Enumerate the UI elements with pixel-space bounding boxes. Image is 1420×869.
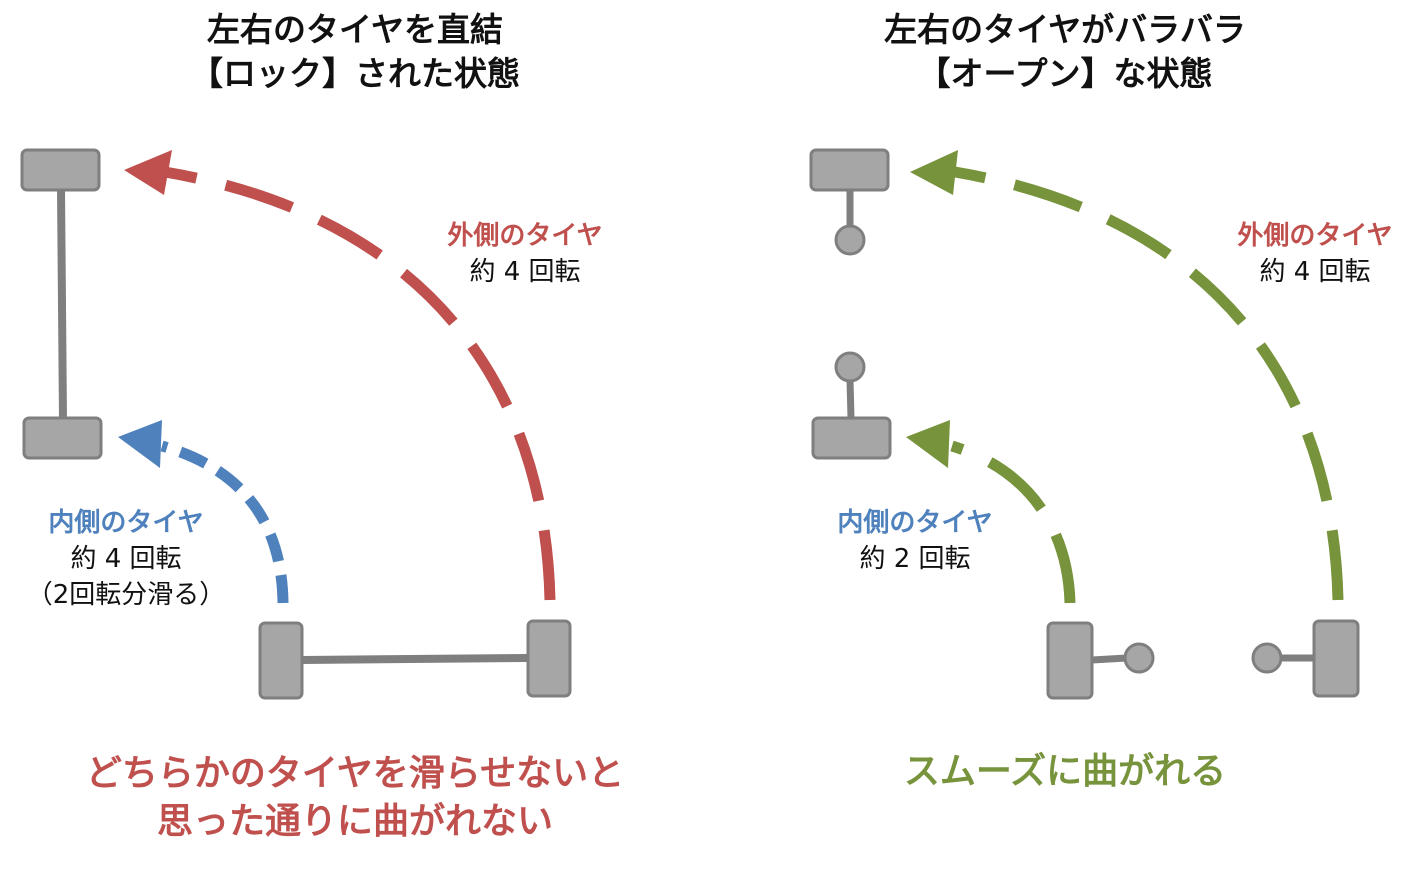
locked-caption-line2: 思った通りに曲がれない	[156, 801, 553, 842]
open-outer-label: 外側のタイヤ 約 4 回転	[1210, 218, 1420, 290]
open-outer-value: 約 4 回転	[1259, 257, 1371, 287]
locked-inner-note: （2回転分滑る）	[26, 580, 226, 610]
open-title: 左右のタイヤがバラバラ 【オープン】な状態	[710, 8, 1420, 96]
locked-panel: 左右のタイヤを直結 【ロック】された状態 外側のタイヤ 約 4 回転 内側のタイ…	[0, 8, 710, 846]
locked-inner-head: 内側のタイヤ	[48, 508, 204, 538]
open-inner-head: 内側のタイヤ	[837, 508, 993, 538]
left-outer-path	[164, 166, 556, 601]
right-front-tire	[809, 148, 890, 192]
right-inner-tire	[1046, 621, 1094, 700]
locked-title: 左右のタイヤを直結 【ロック】された状態	[0, 8, 710, 96]
right-inner-path	[950, 440, 1076, 604]
open-title-line1: 左右のタイヤがバラバラ	[884, 10, 1246, 49]
left-vertical-axle	[57, 189, 67, 421]
locked-inner-value: 約 4 回転	[70, 544, 182, 574]
right-outer-path	[954, 166, 1344, 601]
locked-title-line1: 左右のタイヤを直結	[206, 10, 503, 49]
right-inner-arrowhead	[906, 420, 950, 468]
locked-inner-label: 内側のタイヤ 約 4 回転 （2回転分滑る）	[16, 505, 236, 613]
left-horizontal-axle	[301, 654, 529, 664]
open-caption-line1: スムーズに曲がれる	[903, 751, 1227, 792]
open-inner-label: 内側のタイヤ 約 2 回転	[810, 505, 1020, 577]
right-outer-arrowhead	[910, 150, 958, 195]
left-outer-tire	[526, 619, 572, 698]
left-inner-tire	[258, 621, 304, 700]
locked-outer-value: 約 4 回転	[469, 257, 581, 287]
locked-caption: どちらかのタイヤを滑らせないと 思った通りに曲がれない	[0, 750, 710, 846]
locked-outer-label: 外側のタイヤ 約 4 回転	[420, 218, 630, 290]
right-rear-stub	[846, 379, 855, 419]
right-front-hub	[834, 224, 866, 256]
right-outer-hub	[1251, 642, 1283, 674]
left-inner-path	[160, 440, 289, 604]
open-panel: 左右のタイヤがバラバラ 【オープン】な状態 外側のタイヤ 約 4 回転 内側のタ…	[710, 0, 1420, 869]
right-rear-hub	[834, 351, 866, 383]
locked-outer-head: 外側のタイヤ	[447, 221, 603, 251]
locked-caption-line1: どちらかのタイヤを滑らせないと	[85, 753, 625, 794]
locked-title-line2: 【ロック】された状態	[190, 54, 520, 93]
open-caption: スムーズに曲がれる	[710, 748, 1420, 796]
right-outer-tire	[1312, 619, 1360, 698]
open-title-line2: 【オープン】な状態	[917, 54, 1213, 93]
right-rear-tire	[811, 416, 892, 460]
left-front-tire	[20, 148, 101, 192]
left-inner-arrowhead	[118, 420, 162, 468]
right-inner-hub	[1123, 642, 1155, 674]
right-inner-stub	[1091, 654, 1128, 664]
open-inner-value: 約 2 回転	[859, 544, 971, 574]
open-outer-head: 外側のタイヤ	[1237, 221, 1393, 251]
left-outer-arrowhead	[124, 150, 172, 195]
left-rear-tire	[22, 416, 103, 460]
